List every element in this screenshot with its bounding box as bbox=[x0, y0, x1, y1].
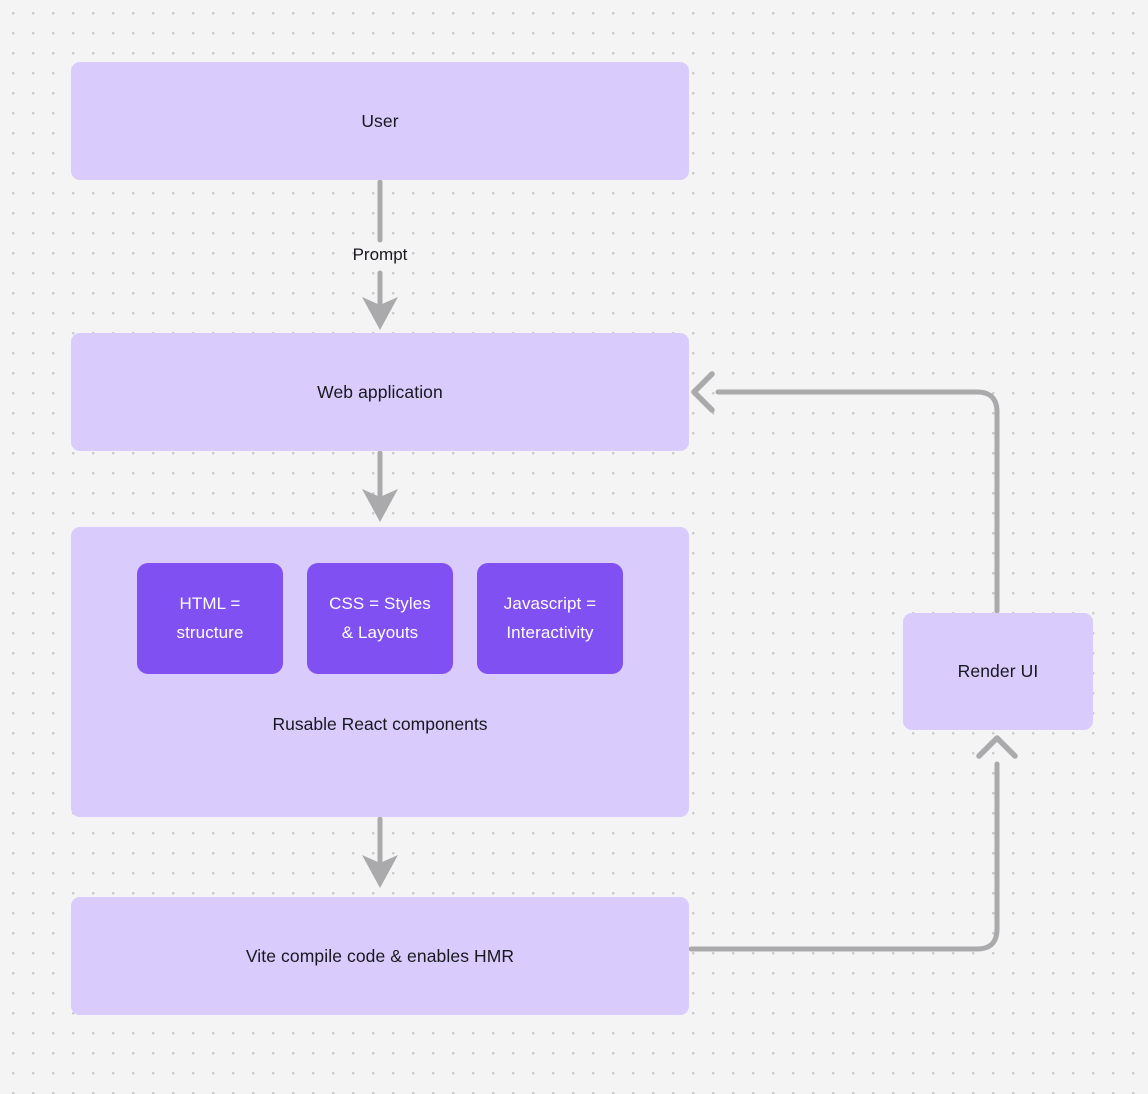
chip-css-line2: & Layouts bbox=[341, 622, 419, 642]
edge-render-to-webapp bbox=[715, 389, 1000, 614]
arrowhead-down-components bbox=[362, 489, 398, 522]
arrowhead-down-webapp bbox=[362, 297, 398, 330]
chip-javascript-line1: Javascript = bbox=[503, 593, 597, 613]
node-render-ui-label: Render UI bbox=[957, 661, 1039, 682]
chip-html-label: HTML = structure bbox=[176, 590, 243, 648]
chip-css-line1: CSS = Styles bbox=[329, 593, 431, 613]
chip-javascript[interactable]: Javascript = Interactivity bbox=[477, 563, 623, 674]
arrowhead-left-webapp bbox=[691, 371, 715, 413]
chip-css-label: CSS = Styles & Layouts bbox=[329, 590, 431, 648]
arrowhead-down-vite bbox=[362, 855, 398, 888]
chip-html-line1: HTML = bbox=[179, 593, 241, 613]
node-vite-label: Vite compile code & enables HMR bbox=[245, 945, 515, 966]
node-render-ui[interactable]: Render UI bbox=[903, 613, 1093, 730]
chip-javascript-label: Javascript = Interactivity bbox=[504, 590, 596, 648]
edge-label-prompt: Prompt bbox=[352, 245, 408, 264]
node-vite[interactable]: Vite compile code & enables HMR bbox=[71, 897, 689, 1015]
node-web-application-label: Web application bbox=[317, 381, 443, 402]
arrowhead-up-render bbox=[976, 735, 1018, 759]
chip-css[interactable]: CSS = Styles & Layouts bbox=[307, 563, 453, 674]
edge-vite-to-render bbox=[688, 761, 1000, 952]
components-caption: Rusable React components bbox=[272, 714, 488, 734]
node-user-label: User bbox=[361, 110, 399, 131]
chip-html-line2: structure bbox=[176, 622, 244, 642]
node-web-application[interactable]: Web application bbox=[71, 333, 689, 451]
node-user[interactable]: User bbox=[71, 62, 689, 180]
chip-javascript-line2: Interactivity bbox=[506, 622, 594, 642]
chip-html[interactable]: HTML = structure bbox=[137, 563, 283, 674]
